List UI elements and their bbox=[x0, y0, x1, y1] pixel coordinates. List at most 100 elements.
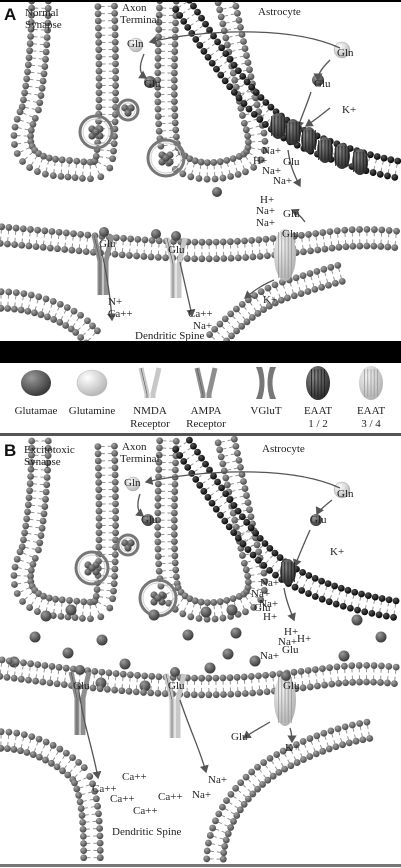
legend-label-eaat12: EAAT bbox=[303, 405, 333, 417]
panel-b-ampa-receptor bbox=[163, 673, 187, 738]
panel-a-spine-membrane-right bbox=[206, 261, 346, 350]
bottom-border bbox=[0, 864, 401, 867]
panel-a-glu-r3: Glu bbox=[282, 228, 299, 240]
panel-b-glutamate-cleft-8 bbox=[96, 634, 108, 646]
legend-label-eaat12-2: 1 / 2 bbox=[308, 418, 328, 430]
panel-b-glutamate-cleft-15 bbox=[222, 648, 234, 660]
panel-b-glutamate-cleft-11 bbox=[230, 627, 242, 639]
panel-a-glu-on-ampa bbox=[171, 231, 181, 241]
panel-a-vesicle-3 bbox=[146, 138, 186, 178]
panel-b-glutamate-cleft-14 bbox=[338, 650, 350, 662]
legend-label-nmda-2: Receptor bbox=[130, 418, 170, 430]
panel-a-eaat-4 bbox=[317, 137, 333, 163]
panel-a-arrow-glu-astro bbox=[295, 91, 312, 130]
panel-a-axon-1: Axon bbox=[122, 2, 147, 14]
panel-b-glutamate-cleft-9 bbox=[119, 658, 131, 670]
panel-a-ion-na2: Na+ bbox=[193, 320, 213, 332]
panel-b-arrow-glu-astro bbox=[293, 529, 311, 568]
panel-a-ion-n: N+ bbox=[108, 296, 123, 308]
panel-b-ion-4: Glu bbox=[254, 602, 271, 614]
panel-a-cleft-ion-1: H+ bbox=[260, 194, 275, 206]
legend-label-eaat34: EAAT bbox=[356, 405, 386, 417]
panel-a-eaat-1 bbox=[270, 113, 286, 139]
legend-icon-eaat34 bbox=[359, 366, 383, 400]
panel-a-glutamine-2 bbox=[333, 41, 351, 59]
panel-a-eaat-3 bbox=[301, 127, 317, 153]
panel-a-vesicle-1 bbox=[78, 114, 114, 150]
panel-b-arrow-k bbox=[287, 727, 297, 744]
panel-b-gln-left: Gln bbox=[124, 477, 141, 489]
panel-b-glu-right: Glu bbox=[310, 514, 327, 526]
panel-b-arrow-gln bbox=[144, 471, 341, 489]
panel-a-ion-ca2: Ca++ bbox=[188, 308, 213, 320]
panel-a-glutamate-cleft-2 bbox=[151, 229, 161, 239]
panel-a-astrocyte: Astrocyte bbox=[258, 6, 301, 18]
panel-b-ion-bottom-6: Na+ bbox=[192, 789, 212, 801]
panel-b-glu-on-eaat34 bbox=[281, 671, 291, 681]
panel-a-nmda-receptor bbox=[91, 234, 115, 295]
panel-a-dendritic: Dendritic Spine bbox=[135, 330, 205, 342]
panel-b-ion-bottom-2: Na+ bbox=[208, 774, 228, 786]
panel-b-cleft-ion-5: Glu bbox=[282, 644, 299, 656]
panel-a-gln-right: Gln bbox=[337, 47, 354, 59]
panel-a-gln-left: Gln bbox=[127, 38, 144, 50]
panel-b-astrocyte: Astrocyte bbox=[262, 443, 305, 455]
panel-a-arrow-ampa bbox=[179, 261, 196, 318]
panel-b-glutamate-cleft-1 bbox=[40, 610, 52, 622]
panel-b-glu-low: Glu bbox=[231, 731, 248, 743]
panel-b-vesicle-1 bbox=[74, 550, 110, 586]
panel-b-cleft-ion-1: H+ bbox=[284, 626, 299, 638]
panel-b-kplus: K+ bbox=[330, 546, 345, 558]
panel-b-arrow-ampa bbox=[179, 699, 209, 774]
legend-icon-vglut bbox=[256, 367, 276, 399]
legend-icon-glutamine bbox=[76, 369, 108, 397]
panel-a-eaat-5 bbox=[334, 143, 350, 169]
panel-a-title-1: Normal bbox=[25, 7, 59, 19]
panel-a-ampa-receptor bbox=[164, 237, 188, 298]
panel-a-arrow-gln bbox=[148, 31, 341, 49]
panel-a-cleft-ion-3: Na+ bbox=[256, 217, 276, 229]
panel-a-spine-membrane-left bbox=[0, 288, 101, 347]
panel-a-glu-on-nmda bbox=[99, 227, 109, 237]
legend-icon-ampa bbox=[194, 367, 218, 398]
panel-a-arrow-k bbox=[304, 107, 331, 127]
panel-a-arrow-eaat34 bbox=[290, 208, 306, 223]
panel-b-arrow-eaat-out bbox=[242, 721, 271, 739]
panel-a-title-2: Synapse bbox=[25, 19, 62, 31]
panel-b-glu-r2: Glu bbox=[168, 680, 185, 692]
panel-b-eaat34 bbox=[274, 674, 296, 726]
panel-b-ion-bottom-1: Ca++ bbox=[122, 771, 147, 783]
panel-a-axon-membrane-left bbox=[10, 0, 120, 183]
panel-a-vesicle-2 bbox=[116, 98, 140, 122]
panel-b-title-1: Excitotoxic bbox=[24, 444, 75, 456]
panel-b-ion-bottom-5: Ca++ bbox=[158, 791, 183, 803]
panel-b-vesicle-3 bbox=[138, 578, 178, 618]
panel-b-ion-bottom-3: Ca++ bbox=[92, 783, 117, 795]
panel-b-axon-2: Terminal bbox=[120, 453, 160, 465]
panel-a-arrow-k-out bbox=[243, 279, 275, 299]
panel-a-glu-cleft: Glu bbox=[283, 208, 300, 220]
panel-a-glutamate-cleft-1 bbox=[212, 187, 222, 197]
panel-divider-bar bbox=[0, 341, 401, 363]
panel-b-glutamine-2 bbox=[333, 481, 351, 499]
panel-a-glutamine-1 bbox=[128, 37, 144, 53]
panel-b-glutamate-cleft-2 bbox=[65, 604, 77, 616]
panel-b-glutamate-cleft-5 bbox=[226, 604, 238, 616]
panel-b-glutamine-1 bbox=[125, 476, 141, 492]
panel-a-glutamate-1 bbox=[144, 76, 156, 88]
panel-a-arrow-nmda bbox=[99, 245, 117, 322]
panel-a-kplus-low: K+ bbox=[263, 294, 278, 306]
panel-b-arrow-glu-in bbox=[135, 493, 145, 517]
panel-a-ion-3: Na+ bbox=[262, 165, 282, 177]
panel-b-glutamate-2 bbox=[310, 514, 322, 526]
panel-a-glu-right: Glu bbox=[314, 78, 331, 90]
panel-b-arrow-transport bbox=[283, 587, 296, 622]
panel-b-cleft-ion-3: H+ bbox=[297, 633, 312, 645]
legend-label-eaat34-2: 3 / 4 bbox=[361, 418, 381, 430]
panel-a-cleft-ion-2: Na+ bbox=[256, 205, 276, 217]
panel-b-glutamate-cleft-7 bbox=[62, 647, 74, 659]
panel-b-glutamate-cleft-12 bbox=[351, 614, 363, 626]
panel-b-title-2: Synapse bbox=[24, 456, 61, 468]
panel-b-ion-bottom-4: Ca++ bbox=[110, 793, 135, 805]
